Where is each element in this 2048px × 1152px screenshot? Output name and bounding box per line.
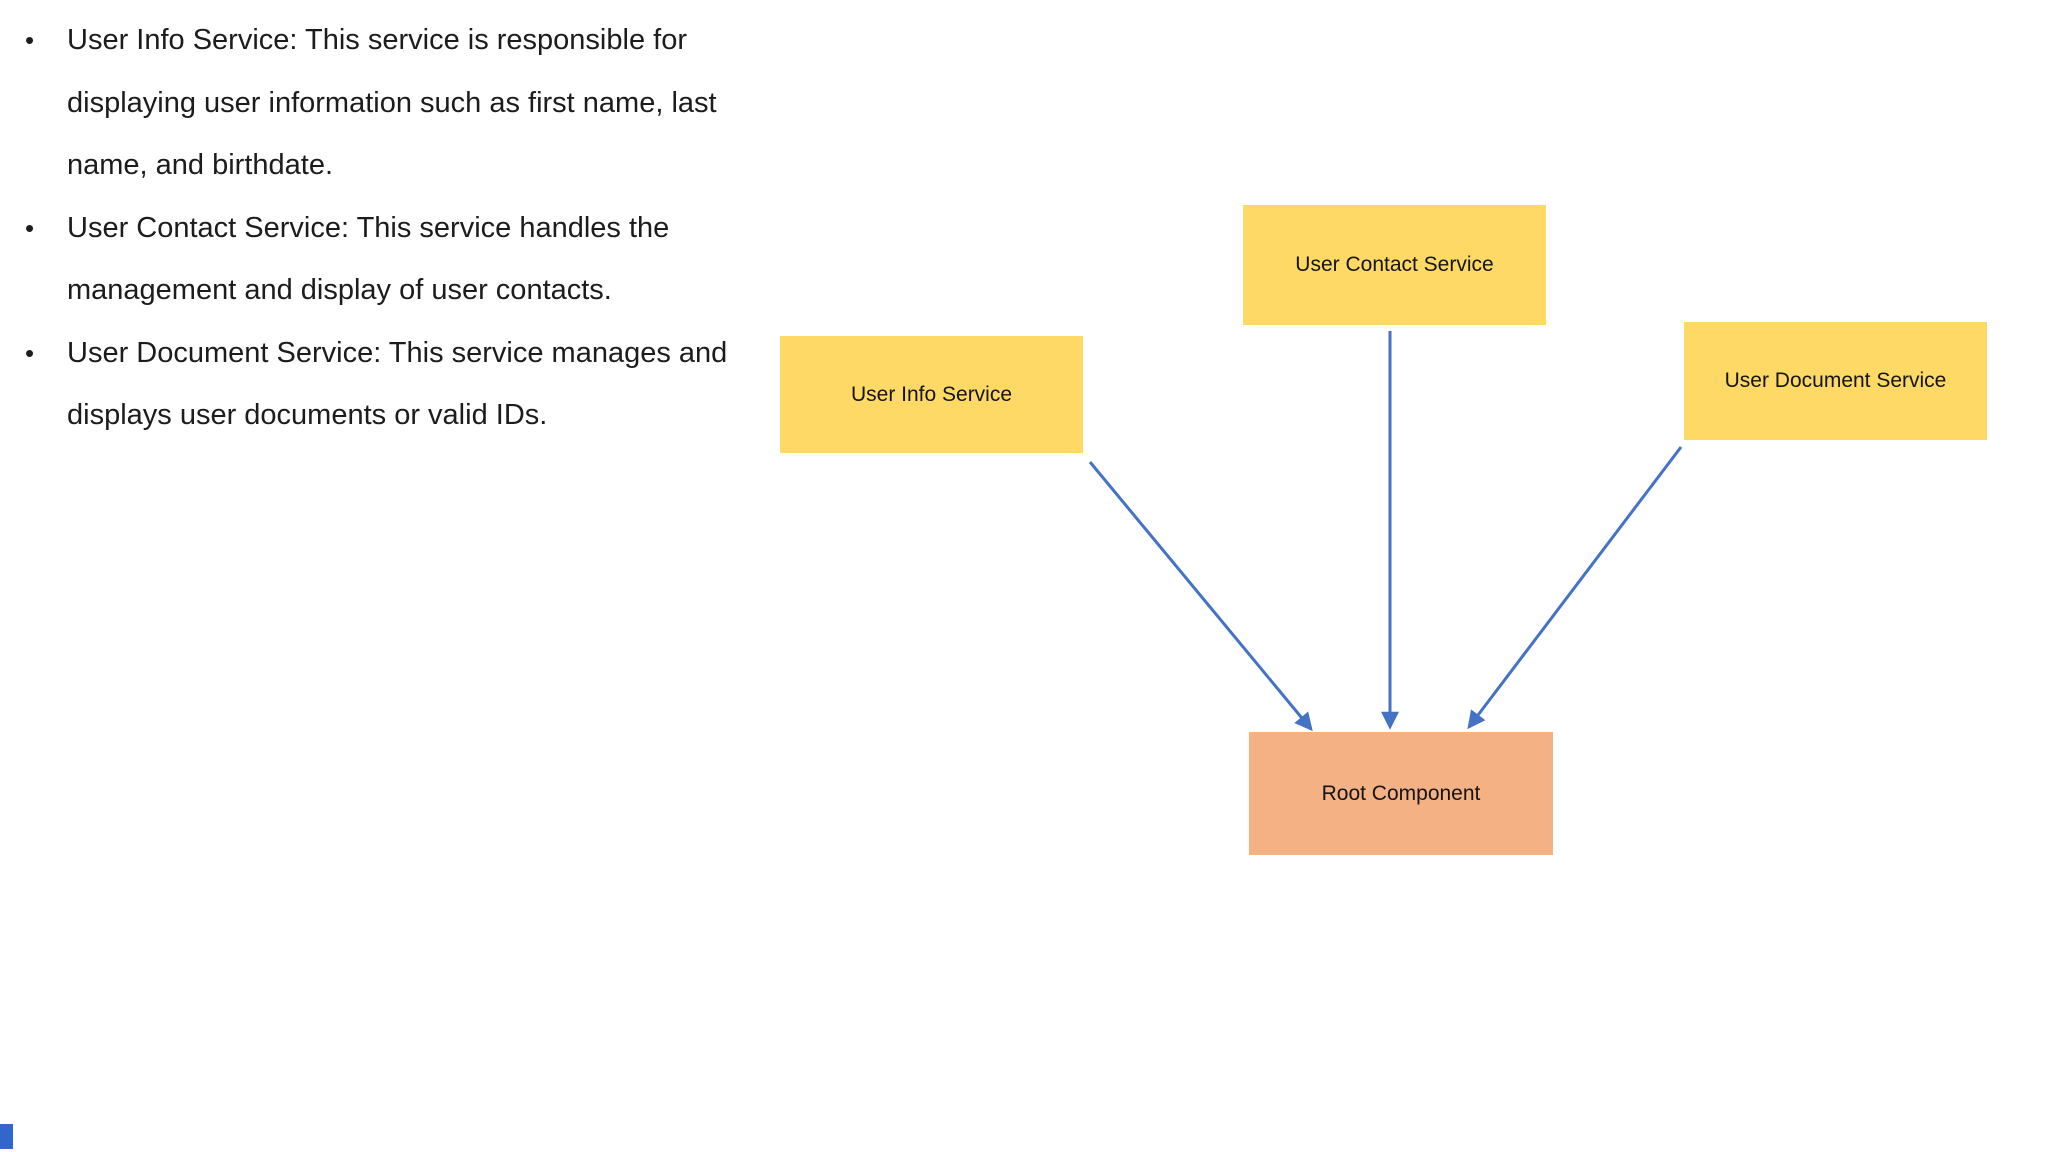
- bullet-item: • User Contact Service: This service han…: [23, 197, 785, 322]
- bullet-dot-icon: •: [25, 337, 35, 368]
- node-label: User Document Service: [1724, 369, 1947, 392]
- edge-user-document-to-root: [1467, 446, 1683, 730]
- bullet-item: • User Info Service: This service is res…: [23, 9, 785, 197]
- bullet-text: User Document Service: This service mana…: [67, 336, 728, 432]
- node-root-component: Root Component: [1249, 732, 1553, 855]
- bullet-text: User Info Service: This service is respo…: [67, 24, 717, 181]
- node-user-contact-service: User Contact Service: [1243, 205, 1546, 325]
- node-label: User Info Service: [850, 382, 1013, 406]
- node-user-info-service: User Info Service: [780, 336, 1083, 453]
- edge-user-info-to-root: [1088, 461, 1313, 732]
- bullet-text: User Contact Service: This service handl…: [67, 211, 670, 307]
- bottom-left-accent: [0, 1124, 13, 1149]
- bullet-dot-icon: •: [25, 212, 35, 243]
- node-user-document-service: User Document Service: [1684, 322, 1987, 440]
- bullet-dot-icon: •: [25, 25, 35, 55]
- node-label: User Contact Service: [1295, 253, 1494, 276]
- bullet-list: • User Info Service: This service is res…: [23, 9, 785, 447]
- bullet-item: • User Document Service: This service ma…: [23, 322, 785, 447]
- node-label: Root Component: [1321, 781, 1481, 805]
